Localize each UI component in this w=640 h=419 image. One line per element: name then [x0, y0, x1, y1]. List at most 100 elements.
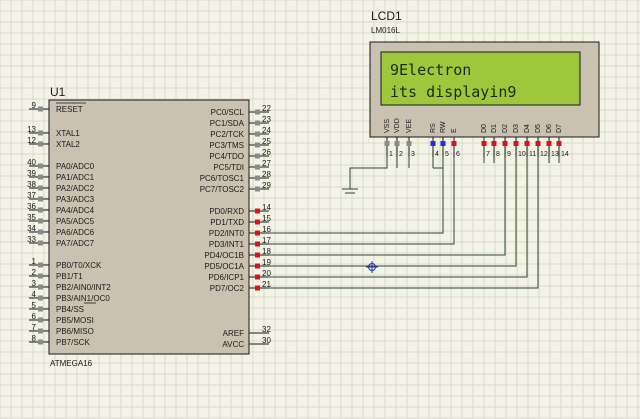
pin-label: PC3/TMS — [209, 141, 244, 150]
pin-number: 27 — [262, 159, 271, 168]
pin-state-marker — [255, 208, 260, 214]
pin-number: 29 — [262, 181, 271, 190]
pin-label: AREF — [223, 329, 244, 338]
pin-state-marker — [38, 317, 43, 323]
pin-number: 15 — [262, 214, 271, 223]
lcd-line-2: its displayin9 — [390, 83, 516, 101]
pin-label: VEE — [406, 119, 413, 133]
pin-state-marker — [38, 229, 43, 235]
mcu-body — [48, 99, 250, 355]
pin-label: E — [451, 128, 458, 133]
pin-label: PA1/ADC1 — [56, 173, 95, 182]
pin-number: 7 — [486, 151, 490, 158]
lcd-pin-rs[interactable]: RS4 — [430, 123, 439, 158]
wire — [269, 168, 444, 234]
lcd-pin-e[interactable]: E6 — [451, 128, 460, 158]
pin-number: 2 — [399, 151, 403, 158]
pin-number: 13 — [551, 151, 559, 158]
pin-number: 19 — [262, 258, 271, 267]
wire — [269, 157, 517, 267]
pin-state-marker — [440, 141, 446, 146]
pin-state-marker — [255, 175, 260, 181]
pin-number: 3 — [32, 279, 37, 288]
pin-number: 18 — [262, 247, 271, 256]
lcd-pin-rw[interactable]: RW5 — [440, 121, 449, 158]
pin-state-marker — [535, 141, 541, 146]
pin-label: AVCC — [222, 340, 244, 349]
pin-number: 16 — [262, 225, 271, 234]
pin-number: 8 — [32, 334, 37, 343]
pin-state-marker — [38, 207, 43, 213]
mcu-part-label: ATMEGA16 — [50, 359, 93, 368]
pin-state-marker — [38, 130, 43, 136]
lcd-reference-label: LCD1 — [371, 9, 402, 23]
wire — [349, 157, 388, 189]
mcu-reference-label: U1 — [50, 85, 66, 99]
pin-label: PC2/TCK — [210, 130, 244, 139]
pin-state-marker — [38, 163, 43, 169]
pin-label: PB6/MISO — [56, 327, 94, 336]
lcd-pin-d0[interactable]: D07 — [481, 124, 490, 158]
pin-number: 4 — [435, 151, 439, 158]
lcd-component[interactable]: LCD1 LM016L 9Electron its displayin9 VSS… — [369, 9, 600, 158]
lcd-pin-d1[interactable]: D18 — [491, 124, 500, 158]
pin-label: D2 — [502, 124, 509, 133]
pin-number: 11 — [529, 151, 536, 158]
pin-number: 36 — [27, 202, 36, 211]
pin-label: D5 — [535, 124, 542, 133]
pin-label: PA0/ADC0 — [56, 162, 95, 171]
pin-label: PA5/ADC5 — [56, 217, 95, 226]
pin-label: D1 — [491, 124, 498, 133]
lcd-pin-d2[interactable]: D29 — [502, 124, 511, 158]
pin-number: 5 — [32, 301, 37, 310]
